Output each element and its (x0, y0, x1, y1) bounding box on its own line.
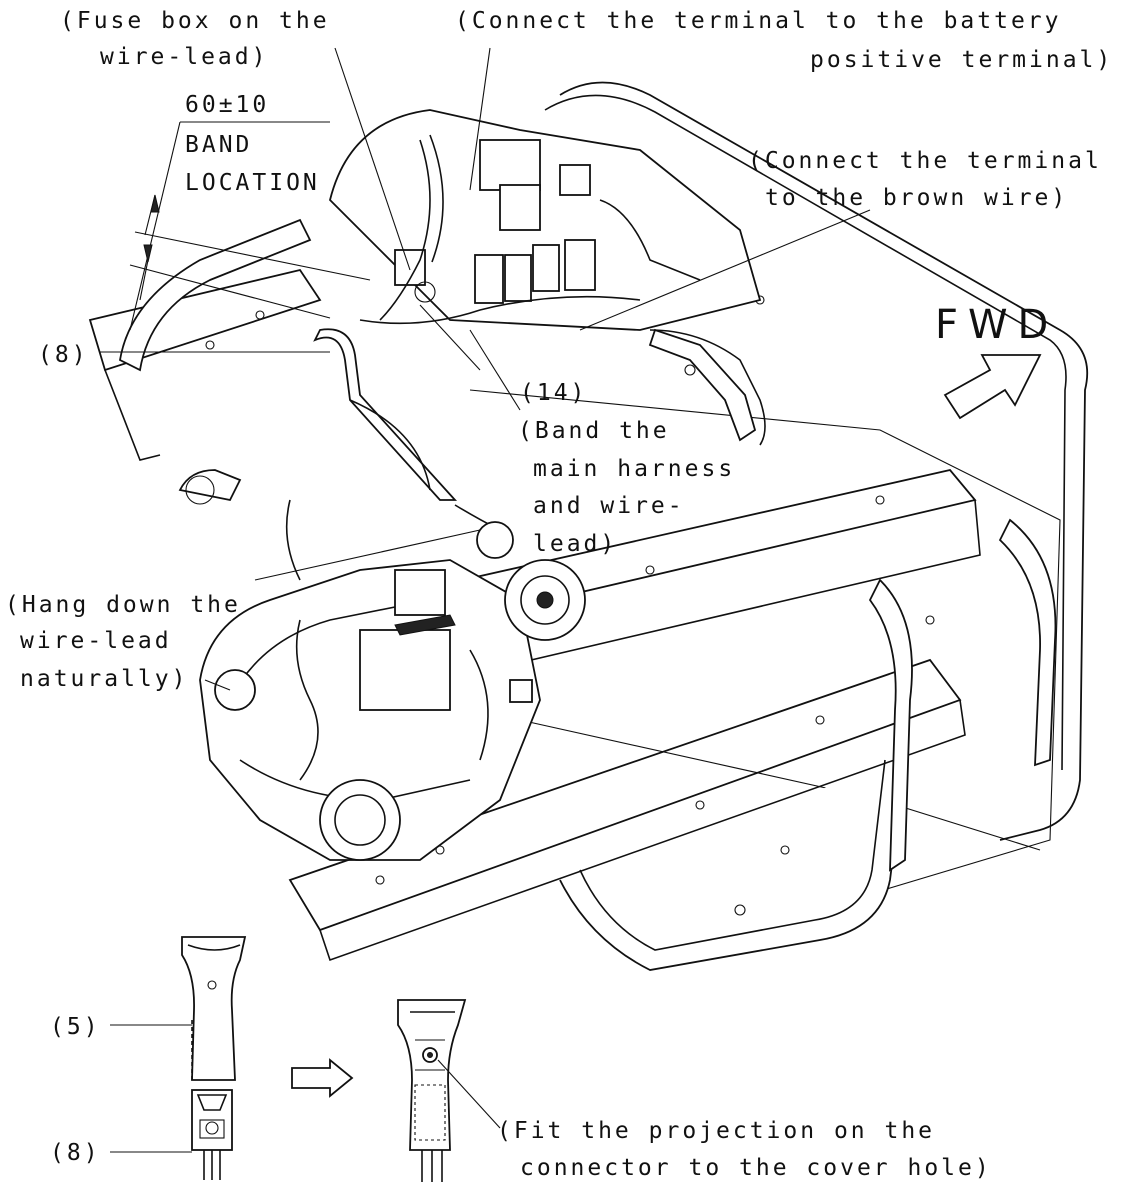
label-fwd: FWD (935, 302, 1058, 348)
label-band-main-2: main harness (533, 456, 735, 482)
label-fit-1: (Fit the projection on the (497, 1118, 935, 1144)
label-fuse-box-1: (Fuse box on the (60, 8, 330, 34)
label-connect-brown-2: to the brown wire) (765, 185, 1068, 211)
label-band-main-4: lead) (533, 531, 617, 557)
label-hang-1: (Hang down the (5, 592, 241, 618)
wire-lead (285, 328, 766, 581)
label-connect-battery-2: positive terminal) (810, 47, 1113, 73)
label-band-main-1: (Band the (518, 418, 670, 444)
connector-cover-detail (110, 936, 501, 1182)
engine-assembly (199, 521, 586, 861)
label-ref-8-bottom: (8) (50, 1140, 101, 1166)
label-band-dimension: 60±10 (185, 92, 269, 118)
label-connect-brown-1: (Connect the terminal (748, 148, 1102, 174)
annotations: (Fuse box on the wire-lead) (Connect the… (5, 8, 1113, 1181)
label-ref-5: (5) (50, 1014, 101, 1040)
label-connect-battery-1: (Connect the terminal to the battery (455, 8, 1062, 34)
fwd-arrow-icon (943, 354, 1042, 420)
leader-lines (100, 47, 871, 691)
label-hang-2: wire-lead (20, 628, 172, 654)
label-hang-3: naturally) (20, 666, 188, 692)
label-band-location: LOCATION (185, 170, 320, 196)
label-ref-8-top: (8) (38, 342, 89, 368)
label-fuse-box-2: wire-lead) (100, 44, 268, 70)
label-band: BAND (185, 132, 252, 158)
label-band-main-3: and wire- (533, 493, 685, 519)
label-ref-14: (14) (520, 380, 587, 406)
relay-fuse-assembly (329, 109, 762, 331)
label-fit-2: connector to the cover hole) (520, 1155, 992, 1181)
